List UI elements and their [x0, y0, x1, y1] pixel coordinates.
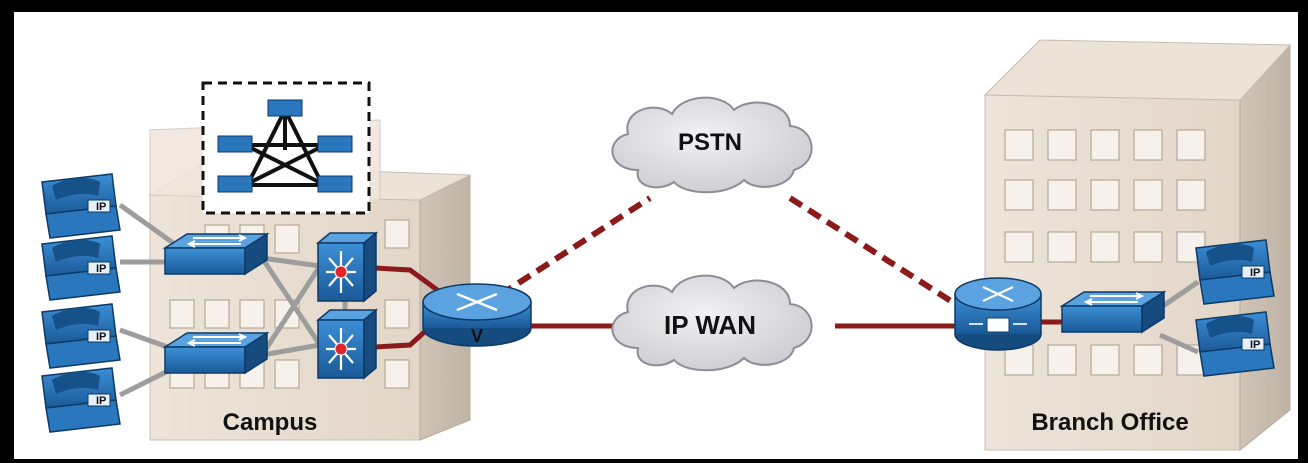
phone-label: IP: [96, 201, 106, 213]
branch-router-icon: [954, 277, 1042, 351]
campus-multilayer-switch-2: [316, 308, 378, 380]
phone-label: IP: [96, 331, 106, 343]
phone-label: IP: [1250, 267, 1260, 279]
ipwan-label: IP WAN: [664, 310, 756, 340]
campus-ip-phone-1: IP: [41, 173, 121, 239]
campus-ip-phone-3: IP: [41, 303, 121, 369]
network-cluster-icon: [201, 81, 371, 215]
phone-label: IP: [96, 395, 106, 407]
pstn-cloud-icon: PSTN: [611, 96, 813, 194]
campus-ip-phone-4: IP: [41, 367, 121, 433]
campus-access-switch-2: [164, 332, 268, 374]
branch-office-label: Branch Office: [1031, 409, 1188, 436]
campus-ip-phone-2: IP: [41, 235, 121, 301]
branch-access-links: [1158, 279, 1200, 355]
pstn-label: PSTN: [678, 129, 742, 156]
phone-label: IP: [96, 263, 106, 275]
ipwan-cloud-icon: IP WAN: [611, 274, 813, 372]
branch-ip-phone-1: IP: [1195, 239, 1275, 305]
voice-router-icon: V: [422, 283, 532, 347]
branch-ip-phone-2: IP: [1195, 311, 1275, 377]
campus-access-switch-1: [164, 233, 268, 275]
campus-label: Campus: [223, 409, 318, 436]
campus-multilayer-switch-1: [316, 231, 378, 303]
branch-access-switch: [1061, 291, 1165, 333]
phone-label: IP: [1250, 339, 1260, 351]
router-v-label: V: [471, 326, 483, 346]
